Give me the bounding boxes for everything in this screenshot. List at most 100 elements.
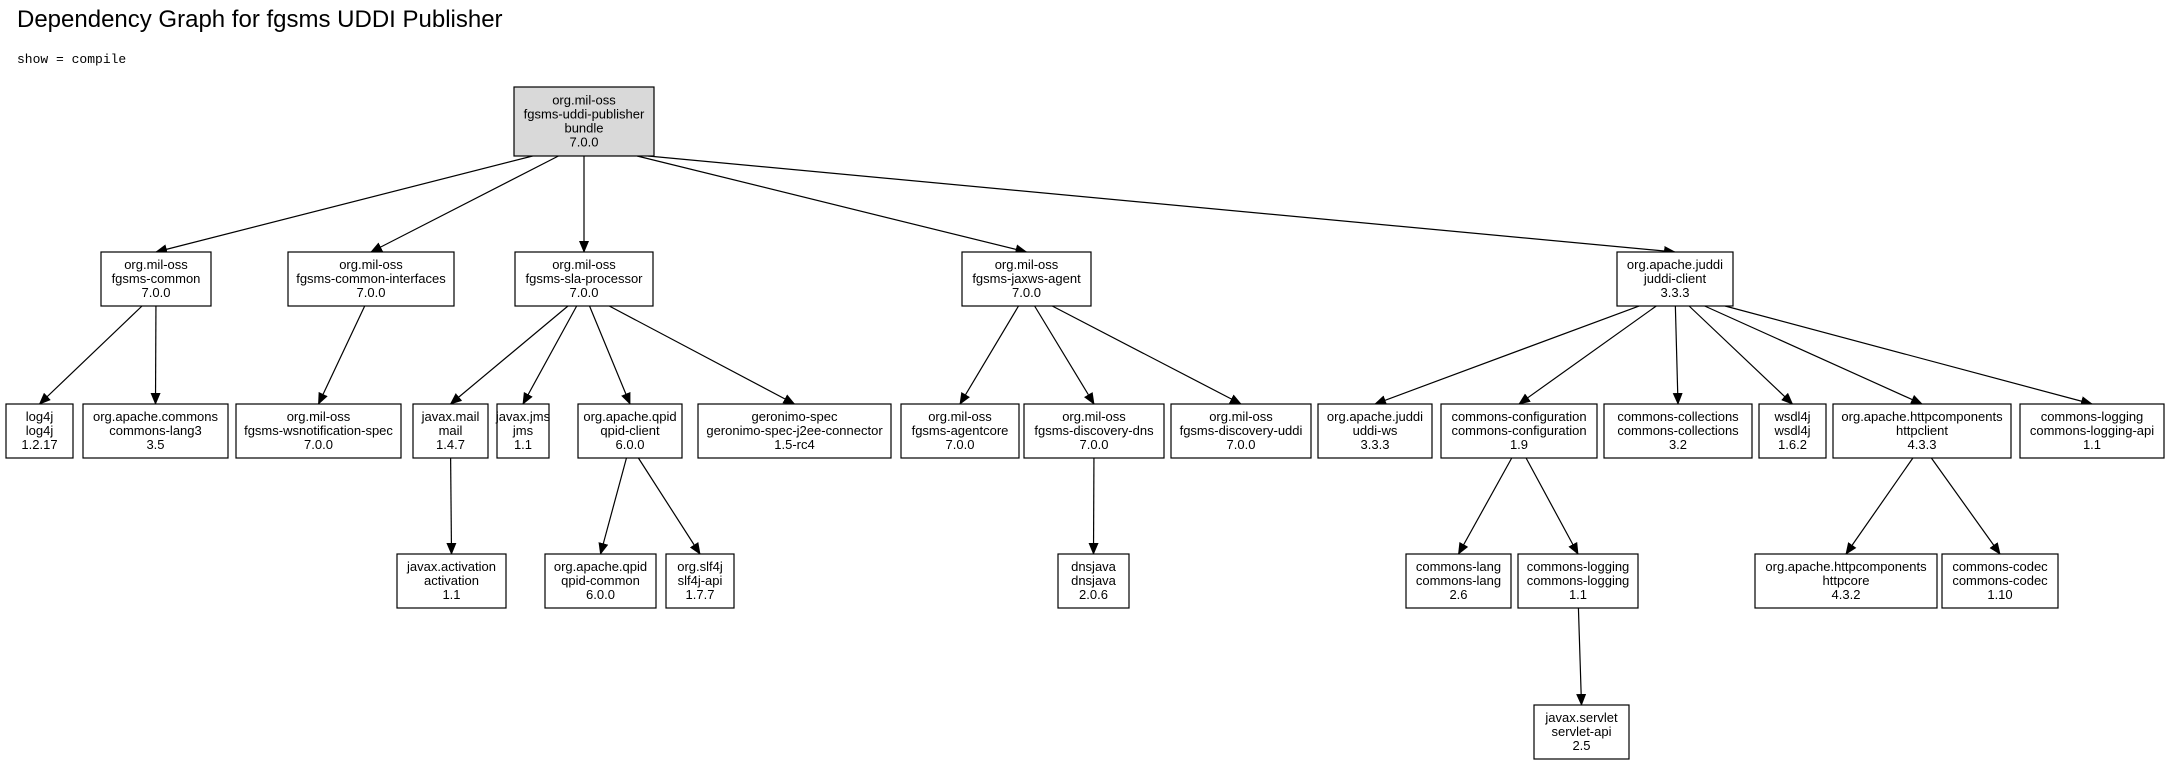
node-label-line: org.mil-oss [1062,409,1126,424]
edge-sla-to-qpidclient [588,305,631,405]
node-label-line: org.mil-oss [552,257,616,272]
node-label-line: org.apache.commons [93,409,219,424]
node-label-line: commons-logging [1527,573,1630,588]
node-box [1603,403,1753,459]
edge-mail-to-activation [446,457,457,555]
node-label-line: org.apache.httpcomponents [1841,409,2003,424]
node-label-line: javax.jms [495,409,551,424]
node-box [1440,403,1598,459]
edge-qpidclient-to-slf4j [637,457,701,555]
edge-root-to-juddiclient [647,155,1676,256]
edge-root-to-jaxws [636,155,1028,255]
node-box [1754,553,1938,609]
node-label-line: commons-collections [1617,409,1739,424]
node-label-line: fgsms-wsnotification-spec [244,423,393,438]
node-label-line: jms [512,423,534,438]
edges-layer [38,155,2093,706]
edge-juddiclient-to-config [1518,305,1657,405]
node-box [287,251,455,307]
node-label-line: servlet-api [1552,724,1612,739]
node-label-line: fgsms-jaxws-agent [972,271,1081,286]
node-label-line: javax.activation [406,559,496,574]
node-label-line: org.mil-oss [339,257,403,272]
node-label-line: 6.0.0 [616,437,645,452]
node-label-line: geronimo-spec [752,409,838,424]
edge-root-to-interfaces [370,155,559,253]
node-box [235,403,402,459]
node-label-line: 2.0.6 [1079,587,1108,602]
edge-httpclient-to-codec [1930,457,2001,555]
edge-interfaces-to-wsn [317,305,366,405]
node-label-line: httpclient [1896,423,1948,438]
edge-juddiclient-to-logapi [1724,305,2093,406]
node-label-line: 7.0.0 [570,285,599,300]
edge-root-to-common [155,155,533,255]
node-label-line: wsdl4j [1773,409,1810,424]
node-label-line: 7.0.0 [357,285,386,300]
node-label-line: org.apache.qpid [583,409,676,424]
node-label-line: 1.9 [1510,437,1528,452]
node-label-line: org.mil-oss [552,93,616,108]
page-title: Dependency Graph for fgsms UDDI Publishe… [17,6,503,33]
edge-sla-to-jms [522,305,578,405]
node-box [961,251,1092,307]
edge-common-to-log4j [38,305,143,405]
node-label-line: 1.6.2 [1778,437,1807,452]
node-label-line: 4.3.3 [1908,437,1937,452]
node-label-line: 1.1 [514,437,532,452]
node-label-line: 7.0.0 [1012,285,1041,300]
node-box [2019,403,2165,459]
nodes-layer: org.mil-ossfgsms-uddi-publisherbundle7.0… [5,86,2165,760]
node-label-line: commons-lang [1416,573,1501,588]
node-box [544,553,657,609]
node-label-line: fgsms-discovery-dns [1034,423,1154,438]
node-label-line: 7.0.0 [946,437,975,452]
edge-juddiclient-to-uddiws [1374,305,1640,405]
node-label-line: 1.1 [442,587,460,602]
edge-config-to-logging [1525,457,1579,555]
node-label-line: org.mil-oss [928,409,992,424]
node-label-line: mail [439,423,463,438]
node-label-line: org.mil-oss [995,257,1059,272]
node-label-line: 1.1 [1569,587,1587,602]
node-label-line: org.apache.qpid [554,559,647,574]
node-box [1832,403,2012,459]
edge-juddiclient-to-wsdl4j [1688,305,1794,405]
node-label-line: commons-lang3 [109,423,202,438]
node-label-line: 2.6 [1449,587,1467,602]
node-root: org.mil-ossfgsms-uddi-publisherbundle7.0… [513,86,655,157]
edge-config-to-lang [1457,457,1513,555]
node-label-line: commons-codec [1952,559,2048,574]
node-label-line: org.apache.juddi [1327,409,1423,424]
node-label-line: 1.10 [1987,587,2012,602]
node-label-line: fgsms-discovery-uddi [1180,423,1303,438]
node-label-line: commons-logging [1527,559,1630,574]
node-label-line: 3.2 [1669,437,1687,452]
node-label-line: 2.5 [1572,738,1590,753]
node-box [82,403,229,459]
node-label-line: fgsms-sla-processor [525,271,643,286]
node-label-line: commons-codec [1952,573,2048,588]
node-label-line: 1.2.17 [21,437,57,452]
node-label-line: 3.3.3 [1661,285,1690,300]
node-label-line: 7.0.0 [1080,437,1109,452]
node-box [1405,553,1512,609]
edge-logging-to-servlet [1576,607,1587,706]
node-label-line: commons-configuration [1451,409,1586,424]
